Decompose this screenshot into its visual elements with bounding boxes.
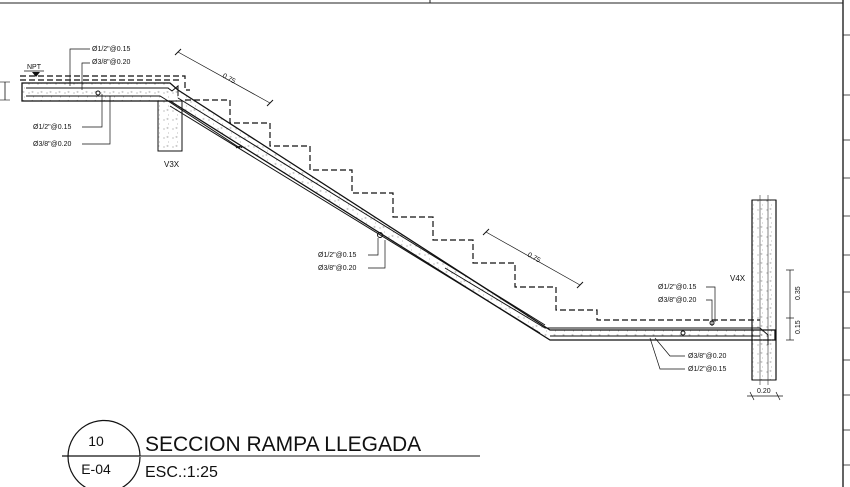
dim-right-lower-text: 0.15 <box>795 320 802 334</box>
beam-v4x-label: V4X <box>730 274 746 283</box>
concrete-section <box>21 82 777 385</box>
sheet-number: E-04 <box>81 461 111 477</box>
title-block: 10 E-04 SECCION RAMPA LLEGADA ESC.:1:25 <box>62 419 480 487</box>
drawing-title: SECCION RAMPA LLEGADA <box>145 433 421 456</box>
detail-number: 10 <box>88 433 104 449</box>
callout-right-2: Ø3/8"@0.20 <box>658 297 696 304</box>
dim-right-bottom <box>747 391 783 401</box>
beam-v3x-label: V3X <box>164 160 180 169</box>
callout-bottom-1: Ø3/8"@0.20 <box>688 353 726 360</box>
dim-right-vertical <box>786 269 794 341</box>
step-profile-dashed <box>20 75 760 321</box>
leader-lines <box>69 48 716 370</box>
drawing-scale: ESC.:1:25 <box>145 464 218 481</box>
callout-right-1: Ø1/2"@0.15 <box>658 284 696 291</box>
dim-tread-lower-text: 0.75 <box>526 252 541 265</box>
rebar-lines <box>26 84 769 345</box>
dim-right-upper-text: 0.35 <box>795 286 802 300</box>
callout-left-1: Ø1/2"@0.15 <box>33 124 71 131</box>
npt-label: NPT <box>27 64 42 71</box>
dim-tread-lower: 0.75 <box>482 228 584 289</box>
callout-bottom-2: Ø1/2"@0.15 <box>688 366 726 373</box>
callout-top-left-1: Ø1/2"@0.15 <box>92 46 130 53</box>
dim-right-bottom-text: 0.20 <box>757 388 771 395</box>
npt-marker: NPT <box>0 64 44 101</box>
callout-top-left-2: Ø3/8"@0.20 <box>92 59 130 66</box>
callout-mid-2: Ø3/8"@0.20 <box>318 265 356 272</box>
callout-mid-1: Ø1/2"@0.15 <box>318 252 356 259</box>
rebar-callouts: Ø1/2"@0.15 Ø3/8"@0.20 Ø1/2"@0.15 Ø3/8"@0… <box>33 46 726 373</box>
callout-left-2: Ø3/8"@0.20 <box>33 141 71 148</box>
